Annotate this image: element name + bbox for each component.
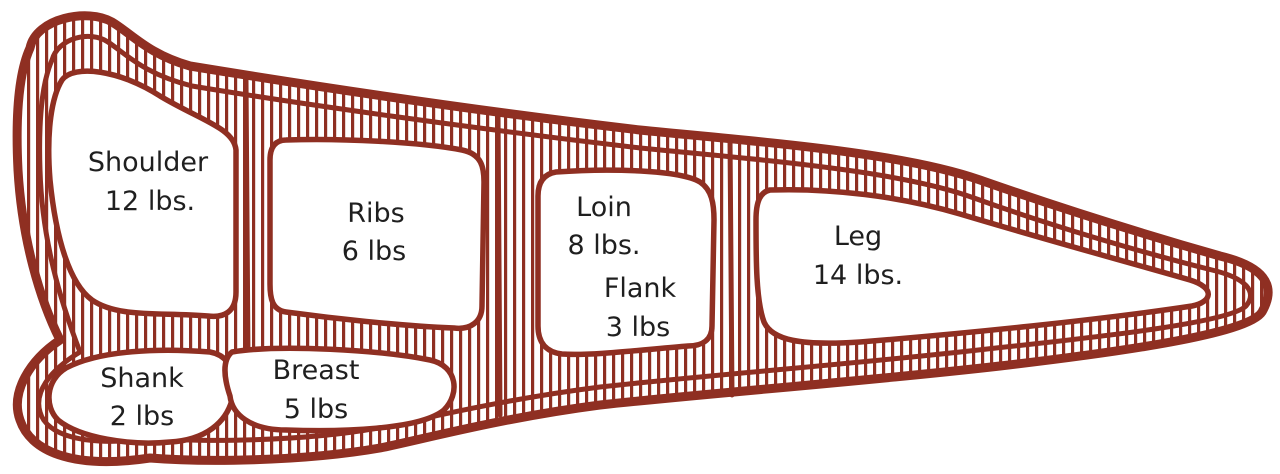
loin-label: Loin xyxy=(576,192,632,223)
shank-weight: 2 lbs xyxy=(110,401,174,432)
loin-weight: 8 lbs. xyxy=(567,230,640,261)
divider-shoulder-ribs xyxy=(246,80,248,356)
shoulder-label: Shoulder xyxy=(88,147,209,178)
shank-label: Shank xyxy=(100,363,184,394)
ribs-label: Ribs xyxy=(347,198,404,229)
leg-weight: 14 lbs. xyxy=(813,260,903,291)
leg-label: Leg xyxy=(834,221,882,252)
divider-loin-leg xyxy=(730,138,732,395)
breast-label: Breast xyxy=(273,355,360,386)
ribs-region xyxy=(270,139,484,328)
shoulder-weight: 12 lbs. xyxy=(105,186,195,217)
ribs-weight: 6 lbs xyxy=(342,236,406,267)
breast-weight: 5 lbs xyxy=(284,394,348,425)
flank-weight: 3 lbs xyxy=(606,312,670,343)
flank-label: Flank xyxy=(604,273,677,304)
divider-ribs-loin xyxy=(498,112,500,415)
